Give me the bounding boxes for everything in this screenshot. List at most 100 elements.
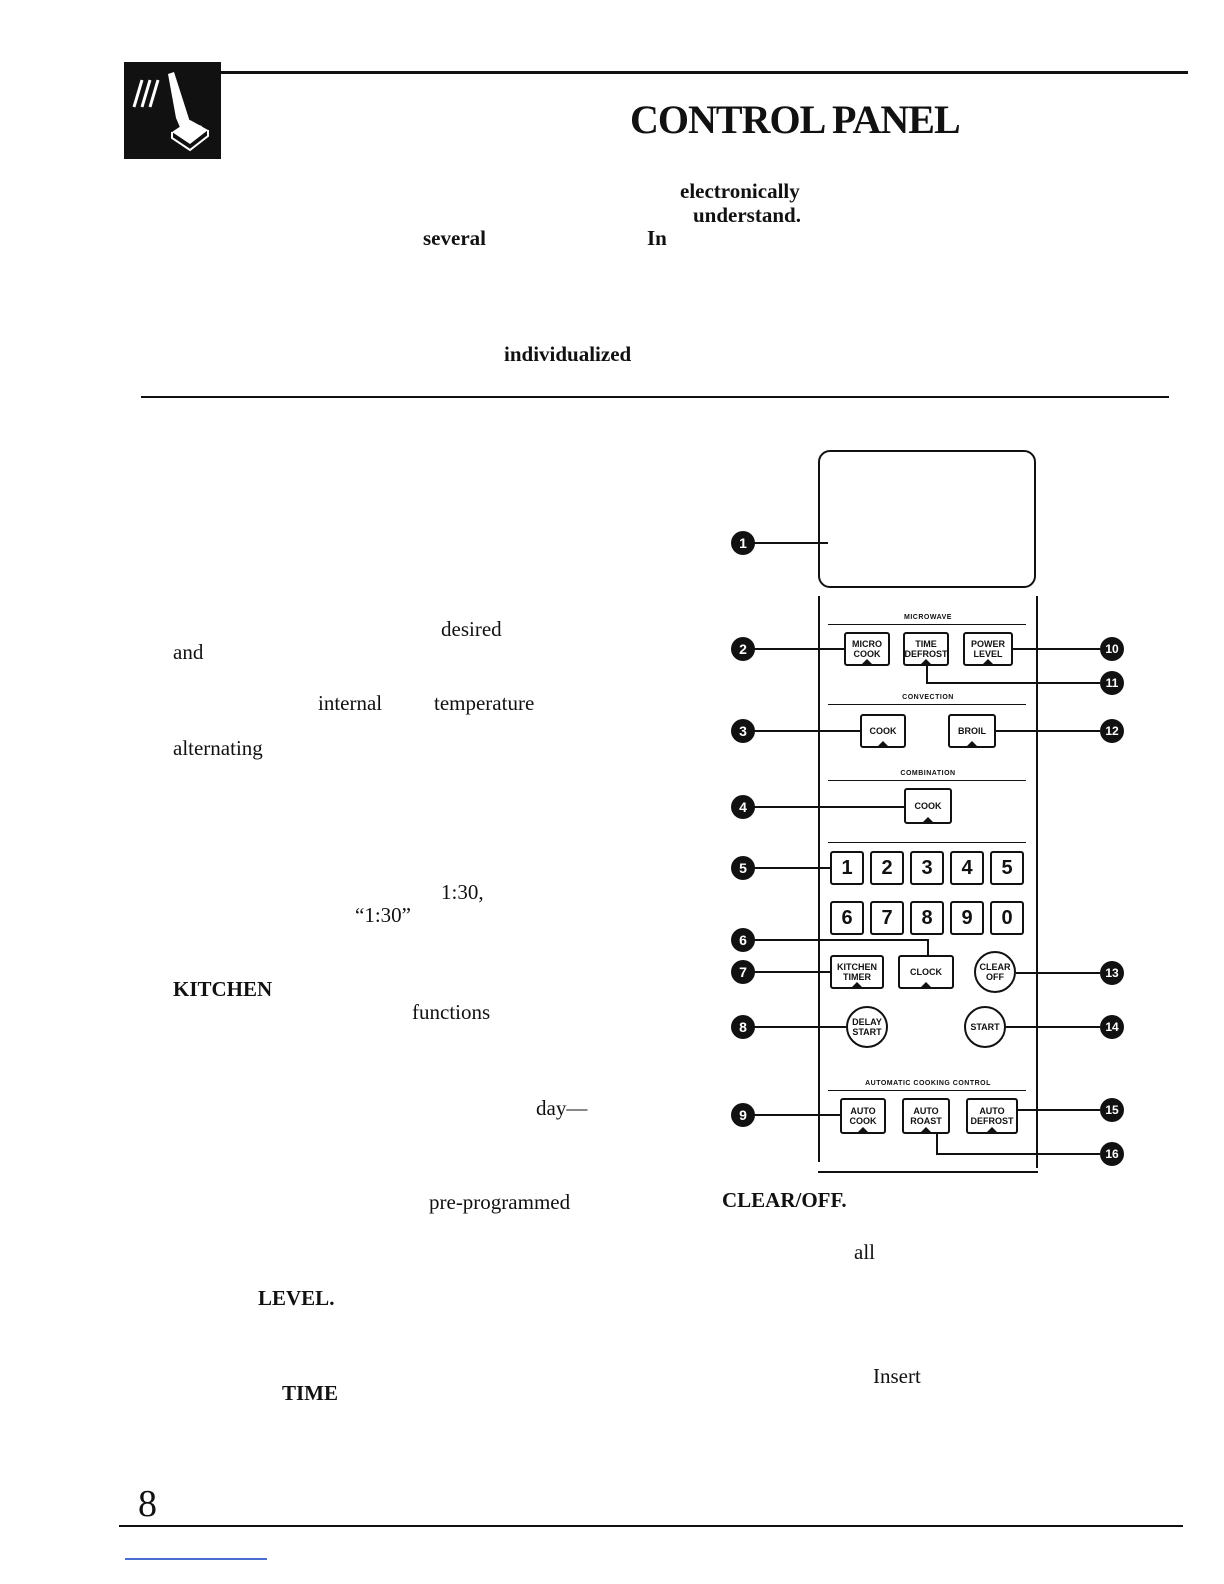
leader-line: [752, 867, 830, 869]
callout-badge: 1: [731, 531, 755, 555]
body-word: KITCHEN: [173, 977, 273, 1001]
digit-7-button[interactable]: 7: [870, 901, 904, 935]
digit-6-button[interactable]: 6: [830, 901, 864, 935]
digit-2-button[interactable]: 2: [870, 851, 904, 885]
convection-cook-button[interactable]: COOK: [860, 714, 906, 748]
callout-badge: 11: [1100, 671, 1124, 695]
leader-line: [752, 971, 830, 973]
body-word: and: [173, 640, 204, 664]
section-rule: [828, 704, 1026, 705]
display-window: [818, 450, 1036, 588]
digit-4-button[interactable]: 4: [950, 851, 984, 885]
digit-9-button[interactable]: 9: [950, 901, 984, 935]
digit-1-button[interactable]: 1: [830, 851, 864, 885]
leader-line: [752, 1026, 846, 1028]
page-title: CONTROL PANEL: [630, 97, 961, 142]
digit-8-button[interactable]: 8: [910, 901, 944, 935]
section-label-convection: CONVECTION: [902, 694, 954, 701]
digit-0-button[interactable]: 0: [990, 901, 1024, 935]
leader-line: [752, 806, 904, 808]
leader-line: [752, 939, 928, 941]
callout-badge: 2: [731, 637, 755, 661]
body-word: “1:30”: [355, 903, 411, 927]
callout-badge: 12: [1100, 719, 1124, 743]
callout-badge: 3: [731, 719, 755, 743]
clock-button[interactable]: CLOCK: [898, 955, 954, 989]
combination-cook-button[interactable]: COOK: [904, 788, 952, 824]
panel-bottom-edge: [818, 1171, 1038, 1173]
callout-badge: 7: [731, 960, 755, 984]
broil-button[interactable]: BROIL: [948, 714, 996, 748]
intro-word: electronically: [680, 179, 800, 203]
callout-badge: 4: [731, 795, 755, 819]
body-word: LEVEL.: [258, 1286, 335, 1310]
body-word: temperature: [434, 691, 535, 715]
section-label-auto: AUTOMATIC COOKING CONTROL: [865, 1080, 991, 1087]
section-rule: [828, 1090, 1026, 1091]
section-label-microwave: MICROWAVE: [904, 614, 952, 621]
callout-badge: 10: [1100, 637, 1124, 661]
callout-badge: 5: [731, 856, 755, 880]
footer-rule: [119, 1525, 1183, 1527]
callout-badge: 8: [731, 1015, 755, 1039]
leader-line: [927, 939, 929, 955]
panel-left-edge: [818, 596, 820, 1162]
intro-word: several: [423, 226, 486, 250]
intro-word: In: [647, 226, 667, 250]
body-word: day—: [536, 1096, 588, 1120]
leader-line: [926, 682, 1100, 684]
leader-line: [752, 1114, 840, 1116]
start-button[interactable]: START: [964, 1006, 1006, 1048]
intro-word: individualized: [504, 342, 632, 366]
section-label-combination: COMBINATION: [900, 770, 956, 777]
section-rule: [828, 624, 1026, 625]
digit-3-button[interactable]: 3: [910, 851, 944, 885]
callout-badge: 14: [1100, 1015, 1124, 1039]
leader-line: [1016, 972, 1100, 974]
intro-word: understand.: [693, 203, 801, 227]
body-word: functions: [412, 1000, 491, 1024]
callout-badge: 16: [1100, 1142, 1124, 1166]
callout-badge: 13: [1100, 961, 1124, 985]
callout-badge: 6: [731, 928, 755, 952]
section-rule: [828, 842, 1026, 843]
body-word: Insert: [873, 1364, 921, 1388]
body-word: all: [854, 1240, 875, 1264]
leader-line: [752, 542, 828, 544]
leader-line: [1013, 648, 1100, 650]
footer-link-underline: [125, 1558, 267, 1560]
leader-line: [1018, 1109, 1100, 1111]
section-rule: [828, 780, 1026, 781]
leader-line: [996, 730, 1100, 732]
leader-line: [936, 1134, 938, 1154]
header-rule: [124, 71, 1188, 74]
leader-line: [1006, 1026, 1100, 1028]
body-word: TIME: [282, 1381, 339, 1405]
panel-right-edge: [1036, 596, 1038, 1168]
body-word: desired: [441, 617, 502, 641]
section-divider: [141, 396, 1169, 398]
leader-line: [926, 666, 928, 683]
leader-line: [752, 648, 844, 650]
body-word: internal: [318, 691, 383, 715]
leader-line: [936, 1153, 1100, 1155]
body-word: alternating: [173, 736, 263, 760]
digit-5-button[interactable]: 5: [990, 851, 1024, 885]
hand-pressing-button-icon: [124, 62, 221, 159]
body-word: CLEAR/OFF.: [722, 1188, 847, 1212]
body-word: 1:30,: [441, 880, 484, 904]
body-word: pre-programmed: [429, 1190, 571, 1214]
page-number: 8: [138, 1483, 157, 1525]
callout-badge: 15: [1100, 1098, 1124, 1122]
callout-badge: 9: [731, 1103, 755, 1127]
leader-line: [752, 730, 860, 732]
